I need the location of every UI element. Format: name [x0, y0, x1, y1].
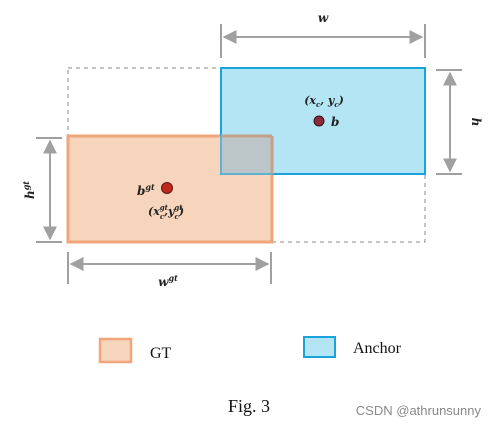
figure-caption: Fig. 3: [228, 396, 270, 416]
anchor-point-label: b: [331, 115, 339, 129]
overlap-region: [222, 137, 271, 173]
watermark: CSDN @athrunsunny: [356, 403, 482, 418]
gt-width-dimension: wgt: [67, 252, 272, 289]
legend-item-gt: GT: [98, 337, 172, 364]
w-gt-label: wgt: [158, 273, 178, 289]
gt-center-point: [161, 182, 173, 194]
anchor-center-point: [313, 115, 325, 127]
h-gt-label: hgt: [21, 181, 37, 199]
gt-point-label: bgt: [137, 182, 155, 198]
anchor-height-dimension: h: [436, 69, 483, 175]
anchor-center-coords: (xc, yc): [304, 94, 344, 109]
legend-label-gt: GT: [150, 345, 172, 362]
legend-label-anchor: Anchor: [353, 340, 402, 357]
legend: GT Anchor: [98, 336, 402, 364]
anchor-width-dimension: w: [220, 11, 426, 58]
legend-swatch-anchor: [303, 336, 336, 358]
w-label: w: [318, 11, 329, 25]
h-label: h: [469, 118, 483, 127]
legend-item-anchor: Anchor: [303, 336, 402, 358]
gt-height-dimension: hgt: [21, 137, 62, 243]
legend-swatch-gt: [98, 337, 133, 364]
anchor-center: (xc, yc) b: [304, 94, 344, 129]
